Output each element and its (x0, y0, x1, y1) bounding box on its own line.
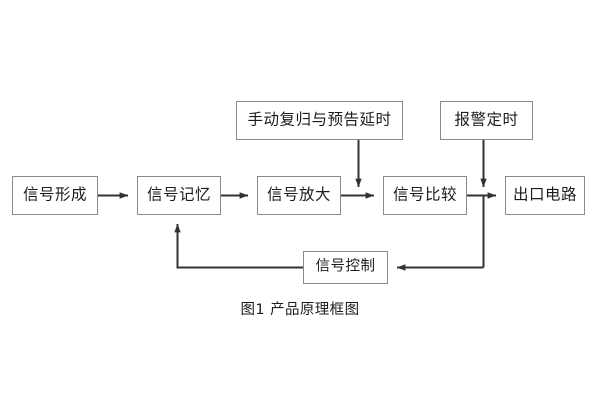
block-output-circuit[interactable]: 出口电路 (505, 176, 585, 215)
block-signal-memory[interactable]: 信号记忆 (137, 176, 221, 215)
block-signal-compare[interactable]: 信号比较 (383, 176, 467, 215)
block-manual-reset-delay-label: 手动复归与预告延时 (247, 110, 392, 129)
block-signal-control-label: 信号控制 (315, 258, 376, 275)
figure-caption: 图1 产品原理框图 (240, 302, 360, 318)
block-manual-reset-delay[interactable]: 手动复归与预告延时 (236, 101, 403, 140)
block-output-circuit-label: 出口电路 (512, 185, 577, 204)
block-signal-control[interactable]: 信号控制 (303, 251, 388, 284)
block-signal-form-label: 信号形成 (22, 185, 87, 204)
block-signal-compare-label: 信号比较 (392, 185, 457, 204)
block-alarm-timer-label: 报警定时 (454, 110, 519, 129)
edge-signal-control-to-signal-memory (174, 223, 303, 269)
block-signal-amplify[interactable]: 信号放大 (257, 176, 341, 215)
block-alarm-timer[interactable]: 报警定时 (440, 101, 533, 140)
block-signal-amplify-label: 信号放大 (266, 185, 331, 204)
block-signal-form[interactable]: 信号形成 (12, 176, 98, 215)
block-signal-memory-label: 信号记忆 (146, 185, 211, 204)
